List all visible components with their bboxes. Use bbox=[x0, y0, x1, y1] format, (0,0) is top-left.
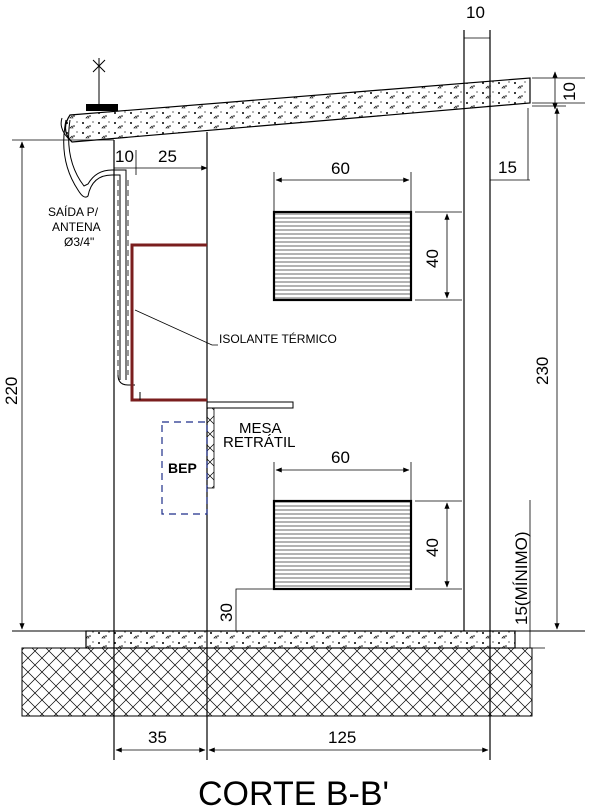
antenna-base bbox=[86, 104, 118, 111]
dim-floor-step: 15(MÍNIMO) bbox=[512, 532, 531, 626]
dim-interior-height: 220 bbox=[2, 377, 21, 405]
conduit-bottom-elbow bbox=[117, 374, 135, 386]
dim-vent-height-top: 40 bbox=[423, 249, 442, 268]
table-label-2: RETRÁTIL bbox=[223, 434, 296, 451]
dim-box-depth: 25 bbox=[158, 147, 177, 166]
dim-right-width: 125 bbox=[328, 728, 356, 747]
drawing-title: CORTE B-B' bbox=[198, 775, 389, 812]
bep-label: BEP bbox=[168, 460, 197, 476]
antenna-icon bbox=[92, 58, 106, 73]
roof-slab bbox=[64, 77, 531, 143]
dim-vent-floor-gap: 30 bbox=[217, 603, 236, 622]
dim-roof-thickness: 10 bbox=[560, 82, 579, 101]
dim-vent-width-top: 60 bbox=[331, 159, 350, 178]
antenna-outlet-label-2: ANTENA bbox=[52, 220, 101, 234]
antenna-outlet-label-3: Ø3/4" bbox=[64, 235, 94, 249]
dim-top-wall: 10 bbox=[466, 3, 485, 22]
dim-roof-overhang: 15 bbox=[498, 158, 517, 177]
dim-left-width: 35 bbox=[148, 728, 167, 747]
table-hinge bbox=[206, 407, 215, 489]
insulated-box bbox=[130, 243, 207, 402]
table-label-1: MESA bbox=[239, 420, 282, 437]
antenna-conduit-dashed bbox=[117, 180, 129, 375]
dim-wall-height: 230 bbox=[533, 357, 552, 385]
insulation-leader bbox=[134, 309, 218, 346]
floor-slab bbox=[85, 630, 516, 649]
vent-top bbox=[272, 210, 413, 302]
retractable-table bbox=[206, 401, 294, 409]
antenna-conduit bbox=[63, 119, 127, 380]
dim-vent-height-bottom: 40 bbox=[423, 538, 442, 557]
ground-hatch bbox=[21, 647, 533, 717]
dim-wall-offset: 10 bbox=[115, 147, 134, 166]
vent-bottom bbox=[272, 499, 413, 591]
dim-ext bbox=[235, 588, 274, 631]
dim-vent-width-bottom: 60 bbox=[331, 448, 350, 467]
antenna-outlet-label-1: SAÍDA P/ bbox=[48, 204, 99, 219]
thermal-insulation-label: ISOLANTE TÉRMICO bbox=[219, 331, 337, 346]
bep-box bbox=[161, 421, 208, 515]
